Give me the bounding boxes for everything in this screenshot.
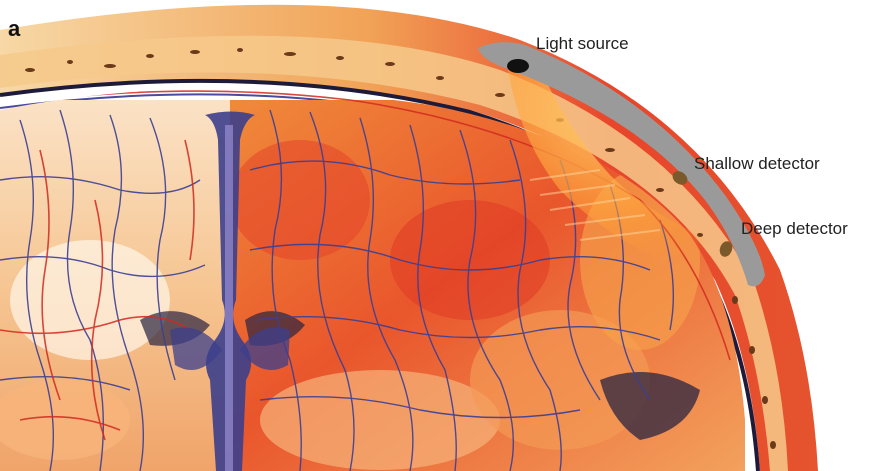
shallow-detector-label: Shallow detector <box>694 154 820 174</box>
light-source-label: Light source <box>536 34 629 54</box>
panel-letter: a <box>8 16 20 42</box>
light-source-optode <box>507 59 529 73</box>
deep-detector-label: Deep detector <box>741 219 848 239</box>
